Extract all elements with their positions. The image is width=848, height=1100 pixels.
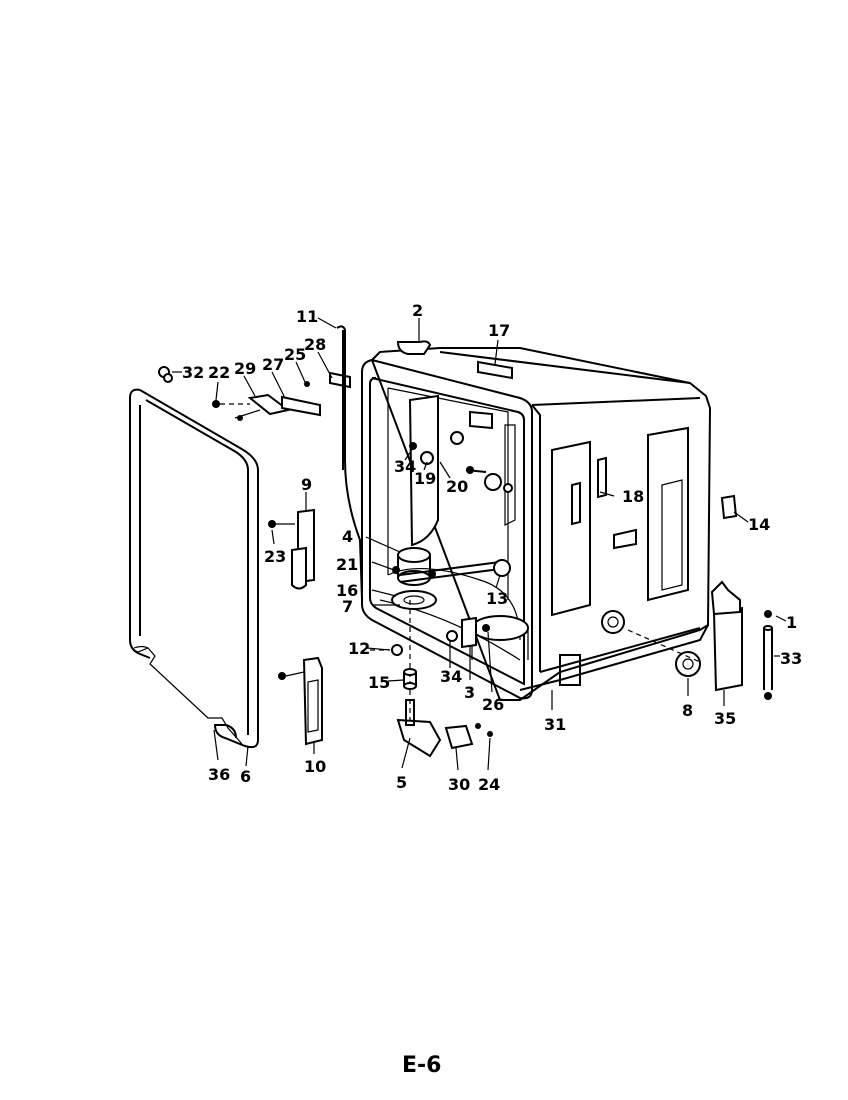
part-label-26: 26	[482, 695, 504, 714]
door-gasket	[129, 366, 259, 749]
part-label-16: 16	[336, 581, 358, 600]
part-label-5: 5	[396, 773, 407, 792]
part-label-11: 11	[296, 307, 318, 326]
part-label-28: 28	[304, 335, 326, 354]
part-label-23: 23	[264, 547, 286, 566]
part-number-labels: 1 2 3 4 5 6 7 8 9 10 11 12 13 14 15 16 1…	[182, 301, 802, 794]
part-label-10: 10	[304, 757, 326, 776]
part-label-18: 18	[622, 487, 644, 506]
part-label-17: 17	[488, 321, 510, 340]
part-label-14: 14	[748, 515, 770, 534]
hinge-hardware-right	[627, 494, 773, 700]
part-label-30: 30	[448, 775, 470, 794]
part-label-34-lower: 34	[440, 667, 462, 686]
bottom-hardware	[370, 600, 493, 758]
part-label-20: 20	[446, 477, 468, 496]
part-label-2: 2	[412, 301, 423, 320]
part-label-31: 31	[544, 715, 566, 734]
part-label-33: 33	[780, 649, 802, 668]
part-label-36: 36	[208, 765, 230, 784]
part-label-12: 12	[348, 639, 370, 658]
part-label-22: 22	[208, 363, 230, 382]
hinge-hardware-left	[212, 325, 432, 746]
tub-assembly	[361, 347, 712, 701]
part-label-21: 21	[336, 555, 358, 574]
part-label-8: 8	[682, 701, 693, 720]
part-label-15: 15	[368, 673, 390, 692]
part-label-9: 9	[301, 475, 312, 494]
page-label: E-6	[402, 1053, 441, 1078]
part-label-19: 19	[414, 469, 436, 488]
part-label-35: 35	[714, 709, 736, 728]
part-label-7: 7	[342, 597, 353, 616]
leader-lines	[172, 317, 787, 771]
part-label-27: 27	[262, 355, 284, 374]
part-label-24: 24	[478, 775, 500, 794]
part-label-13: 13	[486, 589, 508, 608]
part-label-4: 4	[342, 527, 353, 546]
part-label-3: 3	[464, 683, 475, 702]
part-label-1: 1	[786, 613, 797, 632]
part-label-6: 6	[240, 767, 251, 786]
part-label-32: 32	[182, 363, 204, 382]
part-label-25: 25	[284, 345, 306, 364]
part-label-29: 29	[234, 359, 256, 378]
part-label-34-upper: 34	[394, 457, 416, 476]
